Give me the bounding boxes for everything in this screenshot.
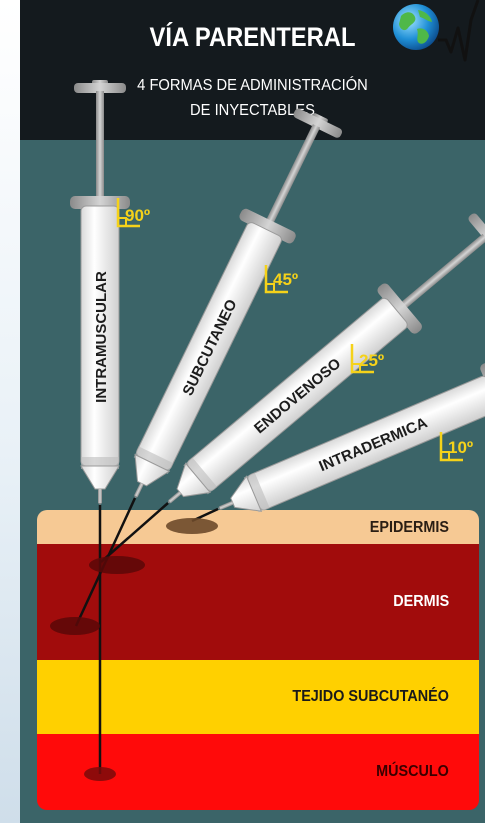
needle-paths — [76, 498, 218, 774]
syringe-intramuscular: INTRAMUSCULAR — [70, 80, 130, 505]
angle-label-90: 90º — [125, 206, 150, 225]
angle-marker-45: 45º — [266, 265, 298, 292]
angle-label-25: 25º — [359, 351, 384, 370]
angle-label-10: 10º — [448, 438, 473, 457]
syringe-label-endovenous: ENDOVENOSO — [251, 355, 345, 437]
angle-label-45: 45º — [273, 270, 298, 289]
angle-marker-10: 10º — [441, 432, 473, 460]
syringe-label-intramuscular: INTRAMUSCULAR — [93, 271, 110, 403]
injection-deposits — [50, 518, 218, 781]
